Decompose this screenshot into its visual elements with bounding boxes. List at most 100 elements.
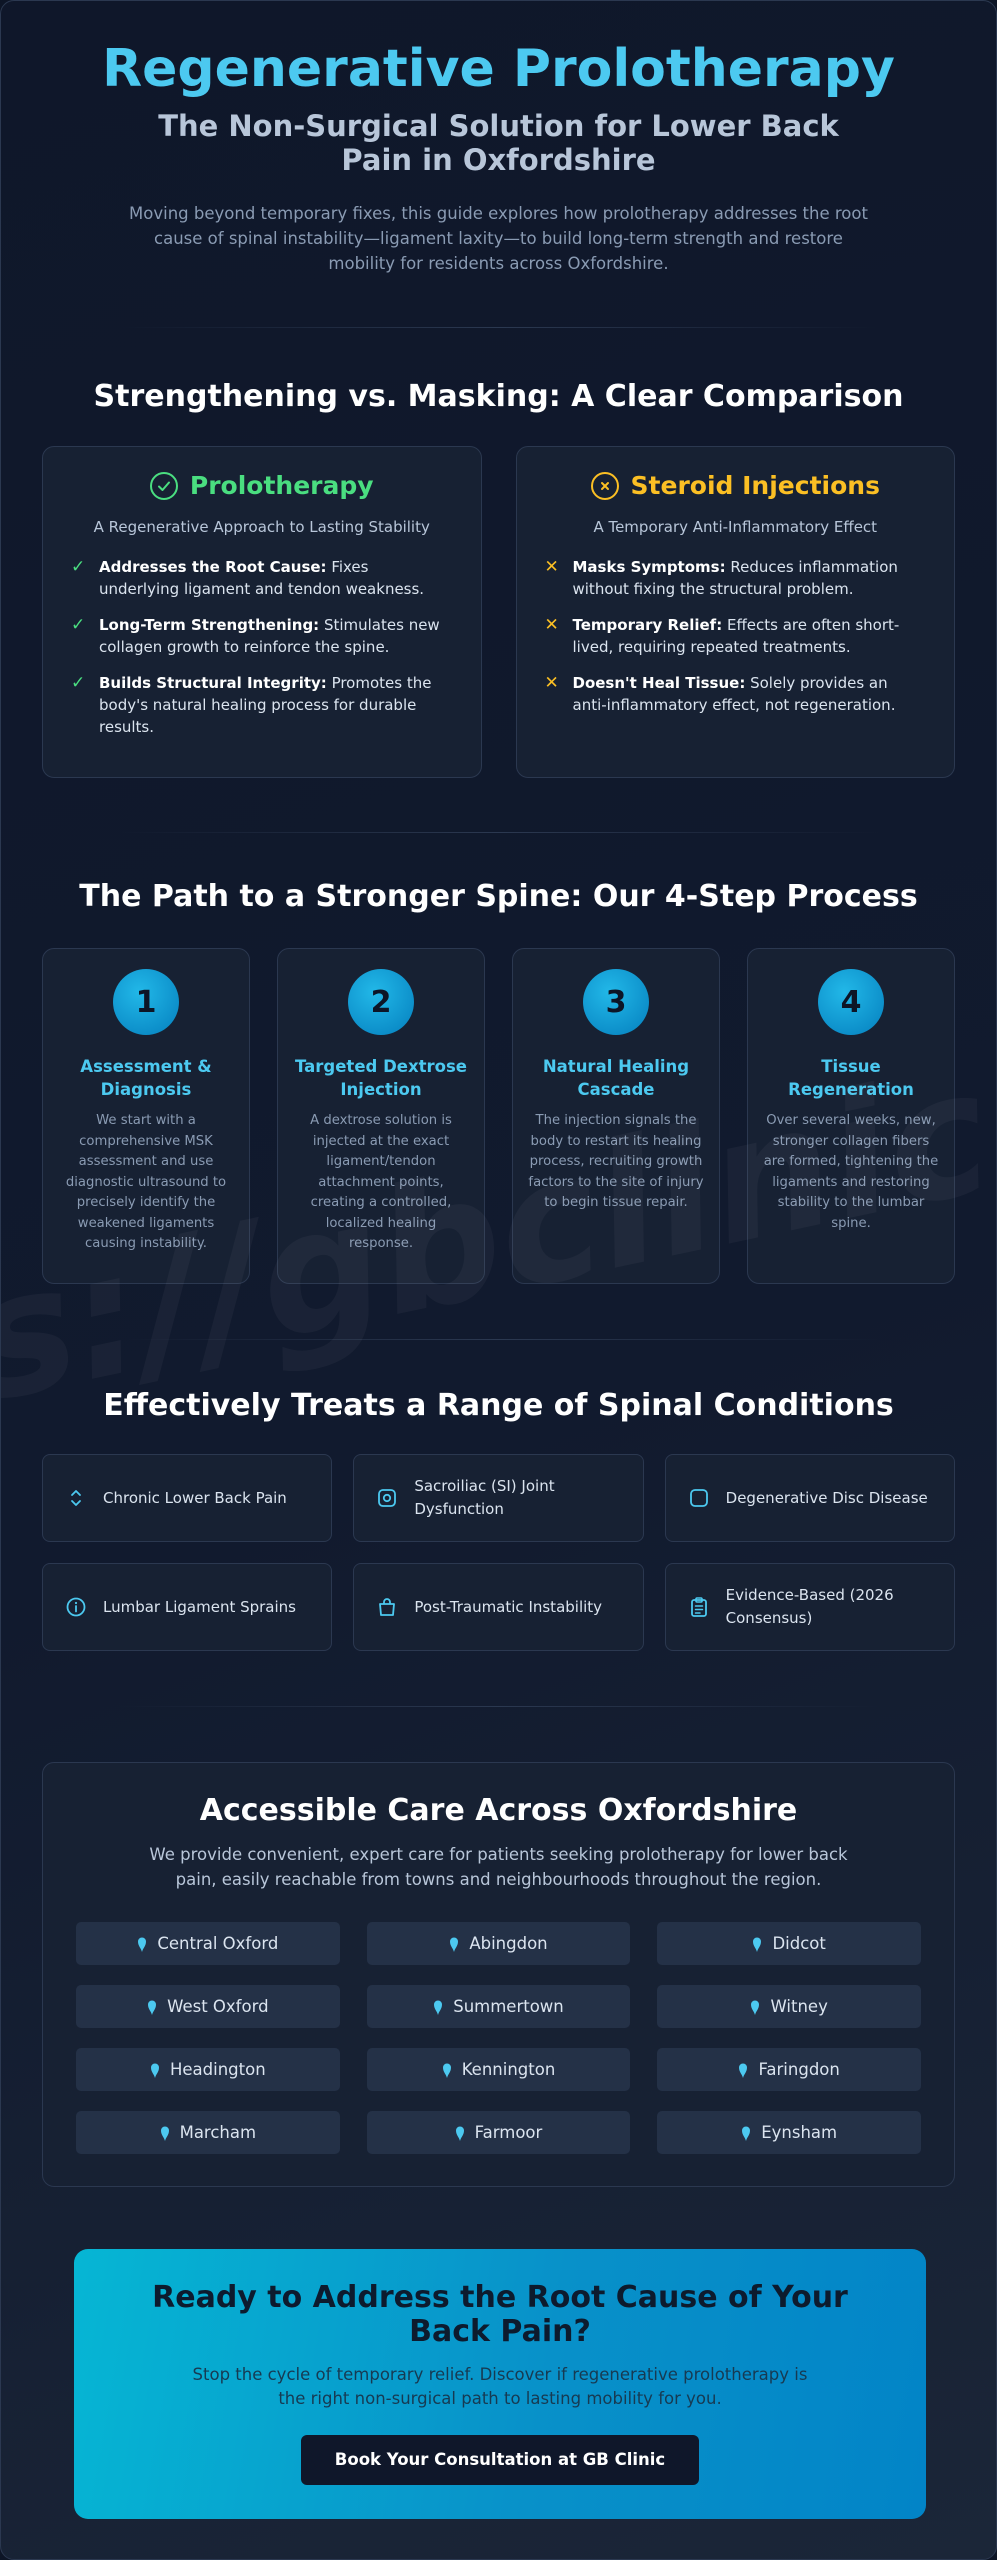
map-pin-icon [138,1937,147,1952]
point-bold: Addresses the Root Cause: [99,558,327,576]
conditions-grid: Chronic Lower Back Pain Sacroiliac (SI) … [1,1454,996,1651]
map-pin-icon [160,2126,169,2141]
step-number: 3 [583,969,649,1035]
list-item: ✓ Builds Structural Integrity: Promotes … [71,672,453,738]
step-number: 4 [818,969,884,1035]
step-card: 2 Targeted Dextrose Injection A dextrose… [277,948,485,1284]
card-name: Prolotherapy [189,471,374,500]
rounded-square-icon [689,1489,708,1507]
condition-label: Chronic Lower Back Pain [103,1488,287,1507]
location-name: Central Oxford [157,1934,279,1953]
check-icon: ✓ [71,615,86,635]
step-description: We start with a comprehensive MSK assess… [65,1113,227,1251]
comparison-cards: Prolotherapy A Regenerative Approach to … [1,446,996,778]
intro-text: Moving beyond temporary fixes, this guid… [129,204,868,273]
condition-item: Chronic Lower Back Pain [42,1454,333,1542]
list-item: ✕ Temporary Relief: Effects are often sh… [545,614,927,658]
shopping-bag-icon [379,1598,396,1616]
x-icon: ✕ [544,557,559,577]
check-circle-icon [149,471,178,500]
step-card: 1 Assessment & Diagnosis We start with a… [42,948,250,1284]
process-steps: 1 Assessment & Diagnosis We start with a… [1,948,996,1284]
location-chip: West Oxford [76,1985,340,2028]
location-chip: Abingdon [366,1922,631,1965]
divider [118,1706,879,1707]
condition-label: Degenerative Disc Disease [725,1488,928,1507]
map-pin-icon [150,2063,159,2078]
divider [118,327,879,328]
x-circle-icon [590,471,619,500]
point-bold: Doesn't Heal Tissue: [572,674,746,692]
location-chip: Eynsham [657,2111,921,2154]
comparison-title: Strengthening vs. Masking: A Clear Compa… [93,379,904,414]
location-name: Faringdon [758,2060,840,2079]
benefit-list: ✓ Addresses the Root Cause: Fixes underl… [71,556,453,738]
process-title: The Path to a Stronger Spine: Our 4-Step… [79,879,918,914]
step-description: The injection signals the body to restar… [528,1113,704,1210]
page-title: Regenerative Prolotherapy [102,39,895,99]
chevrons-vertical-icon [71,1490,81,1506]
list-item: ✕ Doesn't Heal Tissue: Solely provides a… [545,672,927,716]
step-card: 4 Tissue Regeneration Over several weeks… [747,948,955,1284]
list-item: ✓ Long-Term Strengthening: Stimulates ne… [71,614,453,658]
x-icon: ✕ [544,615,559,635]
location-name: Didcot [772,1934,826,1953]
conditions-title: Effectively Treats a Range of Spinal Con… [103,1388,894,1423]
info-circle-icon [66,1597,86,1617]
condition-label: Lumbar Ligament Sprains [103,1597,296,1616]
step-number: 2 [348,969,414,1035]
target-square-icon [378,1489,397,1507]
location-name: Witney [770,1997,828,2016]
location-chip: Marcham [76,2111,340,2154]
point-bold: Temporary Relief: [572,616,723,634]
locations-description: We provide convenient, expert care for p… [149,1845,848,1889]
step-title: Tissue Regeneration [788,1057,914,1099]
condition-label: Sacroiliac (SI) Joint Dysfunction [414,1477,555,1518]
divider [118,1339,879,1340]
point-text: Stimulates new collagen growth to reinfo… [99,616,440,656]
prolotherapy-card-header: Prolotherapy [71,471,453,500]
location-chip: Summertown [366,1985,631,2028]
step-card: 3 Natural Healing Cascade The injection … [512,948,720,1284]
map-pin-icon [450,1937,459,1952]
location-chip: Kennington [366,2048,631,2091]
list-item: ✓ Addresses the Root Cause: Fixes underl… [71,556,453,600]
location-chip: Farmoor [366,2111,631,2154]
map-pin-icon [751,2000,760,2015]
condition-label: Post-Traumatic Instability [414,1597,603,1616]
step-number: 1 [113,969,179,1035]
map-pin-icon [742,2126,751,2141]
steroid-card-header: Steroid Injections [545,471,927,500]
location-name: Eynsham [761,2123,838,2142]
location-name: West Oxford [167,1997,269,2016]
location-chip: Didcot [657,1922,921,1965]
x-icon: ✕ [544,673,559,693]
locations-grid: Central Oxford Abingdon Didcot West Oxfo… [43,1922,954,2154]
point-text: Effects are often short-lived, requiring… [572,616,900,656]
map-pin-icon [753,1937,762,1952]
point-text: Fixes underlying ligament and tendon wea… [99,558,425,598]
list-item: ✕ Masks Symptoms: Reduces inflammation w… [545,556,927,600]
location-chip: Headington [76,2048,340,2091]
cta-banner: Ready to Address the Root Cause of Your … [74,2249,926,2519]
page-header: Regenerative Prolotherapy The Non-Surgic… [1,1,996,276]
check-icon: ✓ [71,557,86,577]
location-chip: Faringdon [657,2048,921,2091]
map-pin-icon [148,2000,157,2015]
map-pin-icon [442,2063,451,2078]
location-chip: Witney [657,1985,921,2028]
location-name: Kennington [461,2060,556,2079]
map-pin-icon [434,2000,443,2015]
location-name: Abingdon [469,1934,548,1953]
book-consultation-button[interactable]: Book Your Consultation at GB Clinic [301,2435,699,2485]
map-pin-icon [739,2063,748,2078]
condition-item: Degenerative Disc Disease [664,1454,955,1542]
locations-title: Accessible Care Across Oxfordshire [199,1793,798,1828]
drawback-list: ✕ Masks Symptoms: Reduces inflammation w… [545,556,927,716]
step-description: Over several weeks, new, stronger collag… [763,1113,939,1231]
location-name: Farmoor [474,2123,543,2142]
cta-description: Stop the cycle of temporary relief. Disc… [192,2365,808,2408]
point-text: Solely provides an anti-inflammatory eff… [572,674,896,714]
locations-section: Accessible Care Across Oxfordshire We pr… [42,1762,955,2187]
